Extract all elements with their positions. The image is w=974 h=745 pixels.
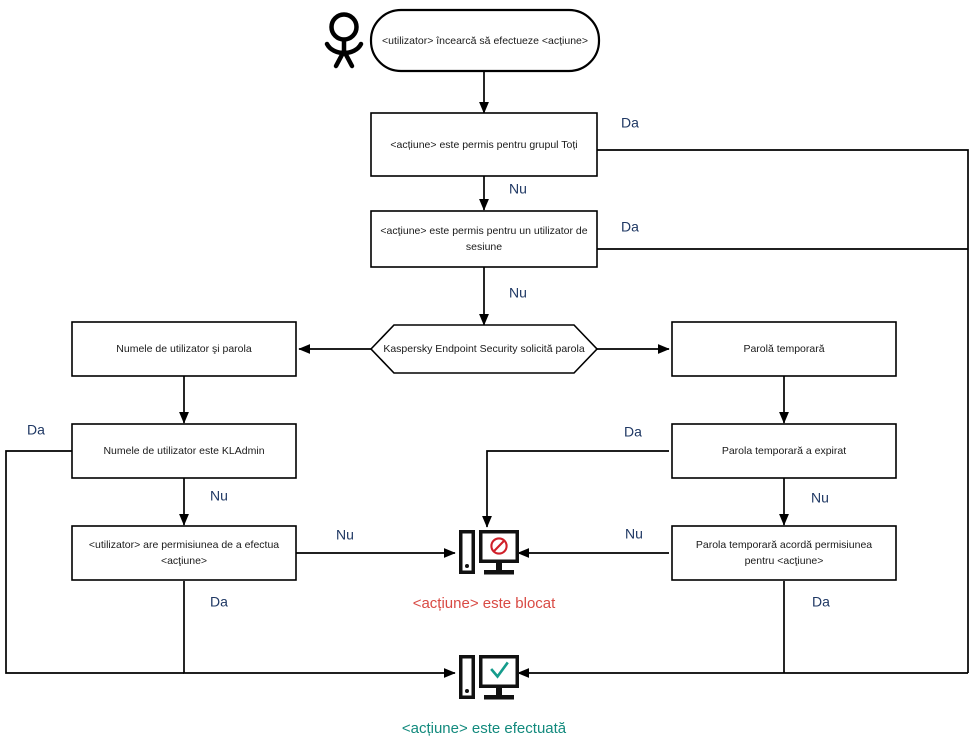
- node-username-password[interactable]: Numele de utilizator şi parola: [71, 321, 297, 377]
- edge-expired-yes: [482, 450, 669, 528]
- node-start[interactable]: <utilizator> încearcă să efectueze <acți…: [369, 8, 601, 73]
- node-temp-password-grants-label-2: pentru <acţiune>: [745, 555, 824, 567]
- node-temp-password-expired[interactable]: Parola temporară a expirat: [671, 423, 897, 479]
- edge-label-everyone-yes: Da: [621, 115, 639, 131]
- node-username-is-kladmin[interactable]: Numele de utilizator este KLAdmin: [71, 423, 297, 479]
- edge-label-kladmin-yes: Da: [27, 422, 45, 438]
- node-user-has-permission-label-1: <utilizator> are permisiunea de a efectu…: [89, 539, 279, 551]
- node-temp-password-grants[interactable]: Parola temporară acordă permisiunea pent…: [671, 525, 897, 581]
- node-temporary-password[interactable]: Parolă temporară: [671, 321, 897, 377]
- edge-label-grants-yes: Da: [812, 594, 830, 610]
- blocked-caption: <acțiune> este blocat: [413, 595, 556, 612]
- node-username-is-kladmin-label: Numele de utilizator este KLAdmin: [103, 445, 264, 457]
- node-user-has-permission-label-2: <acţiune>: [161, 555, 207, 567]
- edge-everyone-yes: [597, 149, 969, 673]
- edge-label-permission-no: Nu: [336, 527, 354, 543]
- utilizator-actor-icon: [324, 12, 364, 69]
- node-temp-password-expired-label: Parola temporară a expirat: [722, 445, 846, 457]
- node-kes-requests-password-label: Kaspersky Endpoint Security solicită par…: [383, 343, 585, 355]
- node-allowed-everyone[interactable]: <acțiune> este permis pentru grupul Toți: [370, 112, 598, 177]
- edge-label-expired-no: Nu: [811, 490, 829, 506]
- node-temporary-password-label: Parolă temporară: [743, 343, 824, 355]
- node-allowed-session-user-label-1: <acţiune> este permis pentru un utilizat…: [380, 225, 587, 237]
- node-allowed-everyone-label: <acțiune> este permis pentru grupul Toți: [390, 139, 577, 151]
- monitor-check-icon: [459, 655, 519, 700]
- edge-label-permission-yes: Da: [210, 594, 228, 610]
- node-user-has-permission[interactable]: <utilizator> are permisiunea de a efectu…: [71, 525, 297, 581]
- node-allowed-session-user[interactable]: <acţiune> este permis pentru un utilizat…: [370, 210, 598, 268]
- edge-label-session-yes: Da: [621, 219, 639, 235]
- edge-label-kladmin-no: Nu: [210, 488, 228, 504]
- edge-label-layer: Da Nu Da Nu Da Nu Nu Da Da Nu Nu Da: [27, 115, 830, 610]
- edge-label-expired-yes: Da: [624, 424, 642, 440]
- node-start-label: <utilizator> încearcă să efectueze <acți…: [382, 35, 588, 47]
- monitor-blocked-icon: [459, 530, 519, 575]
- edge-layer: [5, 71, 969, 678]
- node-username-password-label: Numele de utilizator şi parola: [116, 343, 252, 355]
- edge-label-grants-no: Nu: [625, 526, 643, 542]
- edge-label-session-no: Nu: [509, 285, 527, 301]
- edge-kladmin-yes: [5, 450, 184, 674]
- edge-label-everyone-no: Nu: [509, 181, 527, 197]
- done-caption: <acțiune> este efectuată: [402, 720, 567, 737]
- node-allowed-session-user-label-2: sesiune: [466, 241, 502, 253]
- node-kes-requests-password[interactable]: Kaspersky Endpoint Security solicită par…: [369, 324, 599, 374]
- edge-permission-yes: [183, 581, 456, 678]
- node-temp-password-grants-label-1: Parola temporară acordă permisiunea: [696, 539, 872, 551]
